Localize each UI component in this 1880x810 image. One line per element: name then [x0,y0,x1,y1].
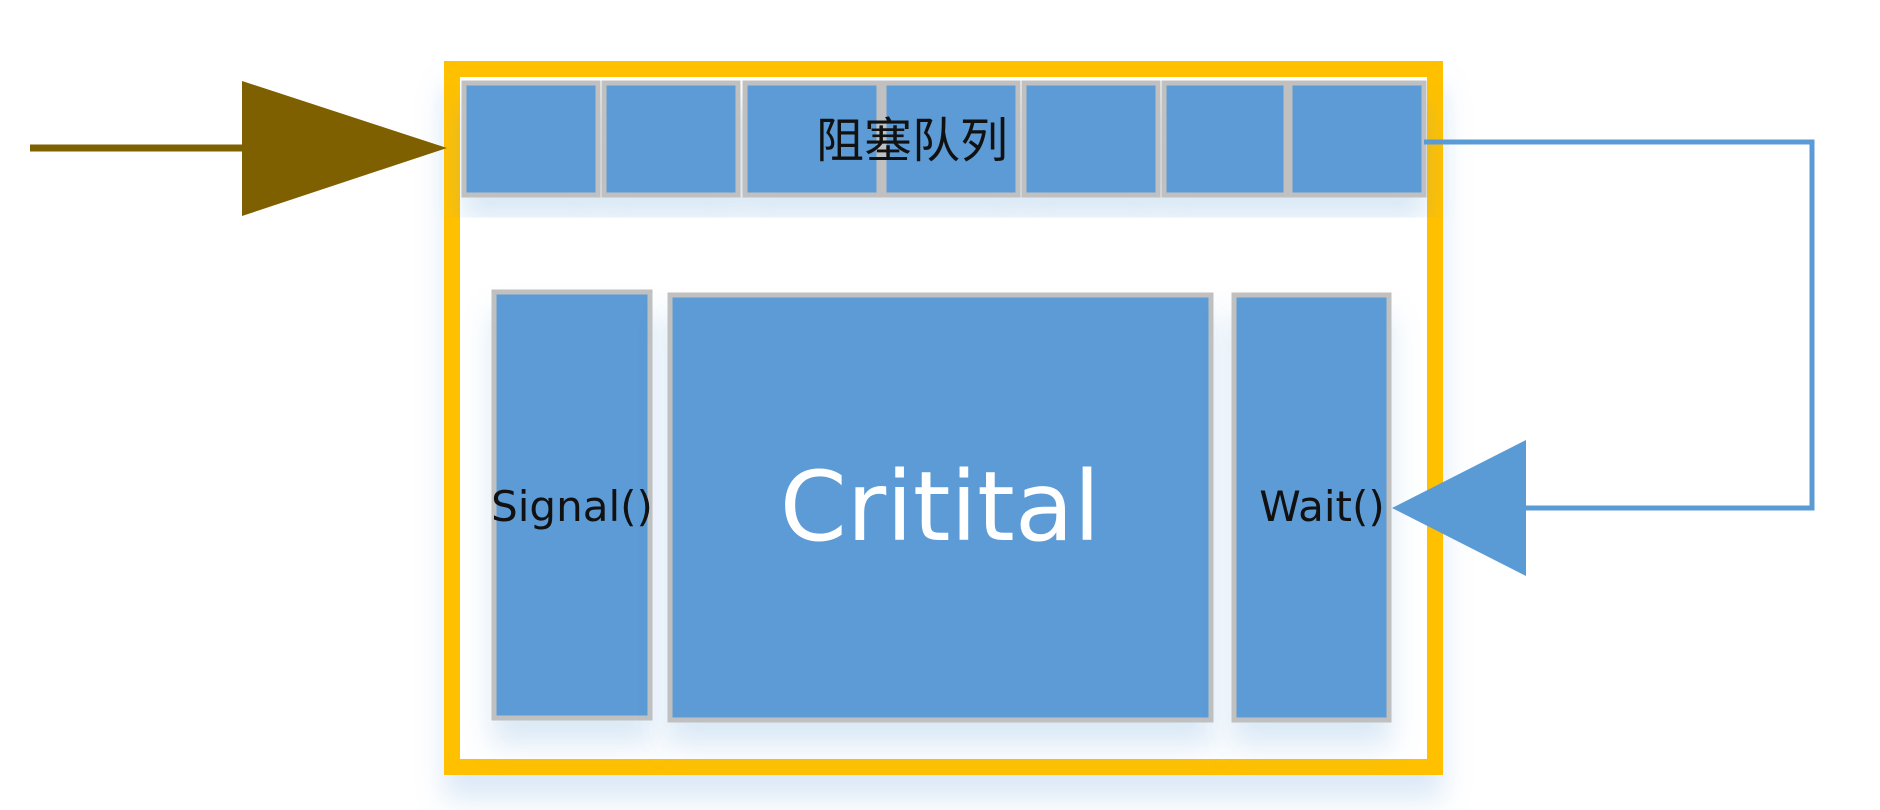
queue-slot [601,80,741,198]
entry-arrow-head [242,81,447,216]
critical-section-block [667,292,1214,723]
queue-slot [1161,80,1289,198]
blocking-queue [461,80,1427,198]
signal-label: Signal() [491,482,653,531]
wait-label: Wait() [1259,482,1385,531]
queue-slot [742,80,882,198]
wait-block [1231,292,1392,723]
queue-slot [1021,80,1161,198]
signal-block [491,289,653,721]
critical-label: Critital [780,451,1101,563]
loop-connector-line [1424,139,1815,511]
arrow-right-icon [30,81,447,216]
loop-arrow-head [1392,440,1526,576]
queue-slot [461,80,601,198]
arrow-left-icon [1392,139,1815,576]
queue-label: 阻塞队列 [816,113,1008,169]
queue-slot [1287,80,1427,198]
queue-slot [881,80,1021,198]
